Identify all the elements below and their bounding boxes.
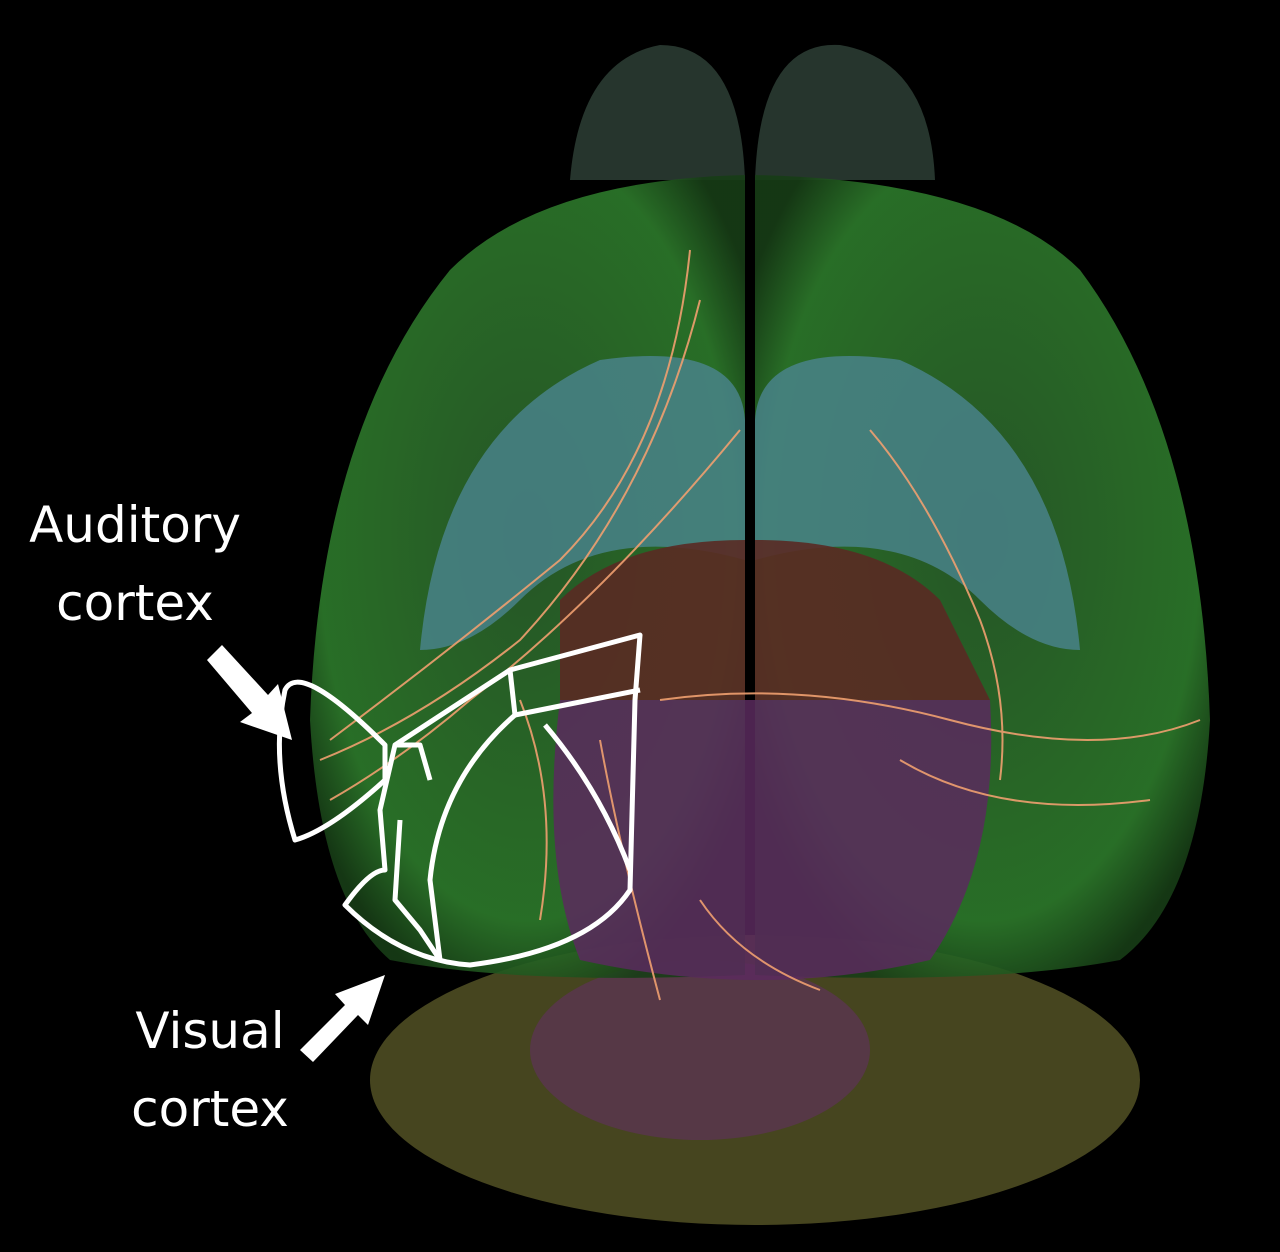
midbrain xyxy=(553,700,992,980)
auditory-arrow xyxy=(207,645,292,740)
auditory-cortex-label: Auditory cortex xyxy=(20,486,250,642)
hippocampus xyxy=(420,356,1080,650)
cerebellum xyxy=(370,935,1140,1225)
visual-cortex-label: Visual cortex xyxy=(115,992,305,1148)
visual-label-line2: cortex xyxy=(131,1080,289,1138)
axon-projections xyxy=(319,249,1201,1001)
visual-cortex-outline xyxy=(276,632,643,968)
visual-arrow xyxy=(300,975,385,1062)
visual-label-line1: Visual xyxy=(135,1002,285,1060)
auditory-label-line2: cortex xyxy=(56,574,214,632)
olfactory-bulbs xyxy=(570,44,935,180)
auditory-label-line1: Auditory xyxy=(29,496,241,554)
